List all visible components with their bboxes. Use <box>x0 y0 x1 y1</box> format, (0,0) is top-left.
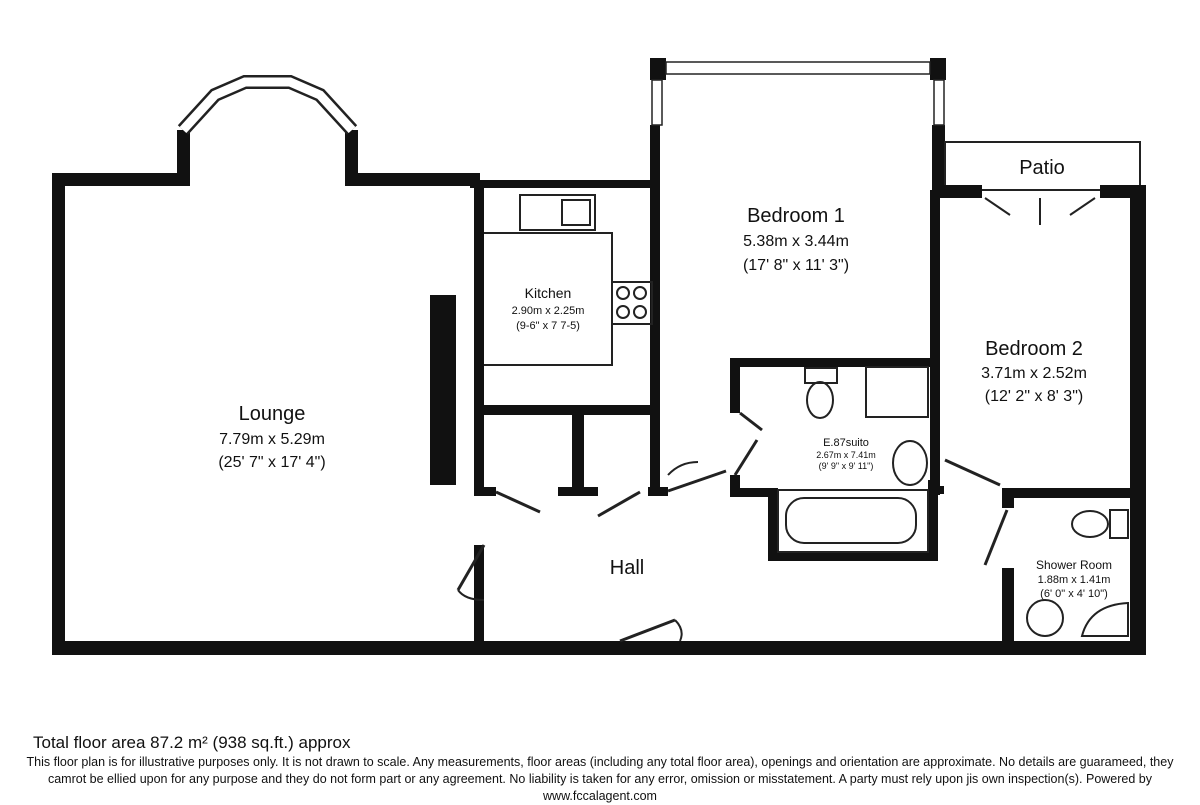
shower-room-name: Shower Room <box>1036 558 1112 572</box>
total-floor-area: Total floor area 87.2 m² (938 sq.ft.) ap… <box>33 733 351 752</box>
patio-name: Patio <box>1019 157 1065 179</box>
kitchen-name: Kitchen <box>525 285 572 301</box>
doors <box>456 197 1096 643</box>
chimney-breast <box>430 295 456 485</box>
hob <box>611 281 653 325</box>
ensuite-metric: 2.67m x 7.41m <box>816 450 876 460</box>
toilet <box>806 381 834 419</box>
lounge-name: Lounge <box>239 403 306 425</box>
bedroom1-name: Bedroom 1 <box>747 205 845 227</box>
basin <box>1026 599 1064 637</box>
bath <box>777 489 929 553</box>
ensuite-name: E.87suito <box>823 437 869 449</box>
kitchen-imperial: (9-6" x 7 7-5) <box>516 320 580 332</box>
floor-plan: Lounge 7.79m x 5.29m (25' 7" x 17' 4") K… <box>52 58 1146 655</box>
ensuite-imperial: (9' 9" x 9' 11") <box>819 461 874 471</box>
shower-tray <box>865 366 929 418</box>
basin <box>892 440 928 486</box>
toilet <box>1071 510 1109 538</box>
bedroom1-imperial: (17' 8" x 11' 3") <box>743 257 849 274</box>
bedroom2-imperial: (12' 2" x 8' 3") <box>985 388 1083 405</box>
bedroom2-metric: 3.71m x 2.52m <box>981 365 1087 382</box>
bedroom1-metric: 5.38m x 3.44m <box>743 233 849 250</box>
fixtures <box>484 194 1129 637</box>
lounge-imperial: (25' 7" x 17' 4") <box>218 454 325 471</box>
walls <box>52 58 1146 655</box>
hall-name: Hall <box>610 557 644 579</box>
room-labels: Lounge 7.79m x 5.29m (25' 7" x 17' 4") K… <box>218 157 1112 600</box>
bedroom2-name: Bedroom 2 <box>985 338 1083 360</box>
lounge-metric: 7.79m x 5.29m <box>219 431 325 448</box>
shower-room-imperial: (6' 0" x 4' 10") <box>1040 588 1108 600</box>
disclaimer: This floor plan is for illustrative purp… <box>26 755 1174 803</box>
kitchen-metric: 2.90m x 2.25m <box>512 305 585 317</box>
shower <box>1080 601 1129 637</box>
sink <box>519 194 596 231</box>
shower-room-metric: 1.88m x 1.41m <box>1038 574 1111 586</box>
